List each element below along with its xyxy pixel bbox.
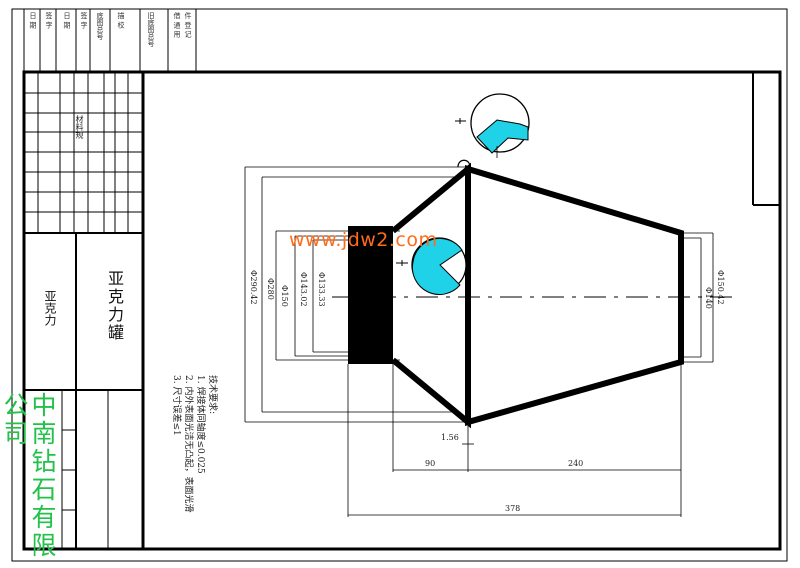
cell-3: 签 字	[80, 12, 88, 29]
vessel-body	[348, 162, 684, 429]
detail-view-middle	[396, 237, 467, 295]
material-spec-label: 材料规	[75, 115, 84, 139]
weld-mark	[457, 159, 471, 168]
dim-d7: Φ150.42	[716, 270, 725, 305]
length-dimensions	[347, 362, 682, 517]
dim-d1: Φ290.42	[249, 270, 258, 305]
cell-0: 日 期	[29, 12, 37, 29]
cell-7: 借 通 用	[173, 12, 181, 38]
main-frame	[22, 70, 782, 551]
dim-wall: 1.56	[441, 433, 459, 442]
company-name: 中南钻石有限公司	[0, 392, 57, 560]
dimension-boxes	[244, 166, 714, 423]
dim-total: 378	[505, 504, 521, 513]
cell-5: 描 校	[117, 12, 125, 29]
cell-1: 签 字	[45, 12, 53, 29]
technical-requirements: 技术要求: 1. 焊接体同轴度≤0.025 2. 内外表面光洁无凸起，表面光滑 …	[170, 375, 218, 512]
tech-item-1: 1. 焊接体同轴度≤0.025	[195, 375, 205, 474]
dim-len2: 240	[568, 459, 584, 468]
sheet-border	[11, 8, 788, 562]
detail-view-top	[455, 93, 530, 158]
tech-heading: 技术要求:	[207, 375, 217, 415]
dim-d3: Φ150	[280, 285, 289, 307]
cell-4: 底图总号	[96, 12, 104, 40]
flange-block	[348, 226, 393, 364]
dim-d4: Φ143.02	[299, 272, 308, 307]
cell-2: 日 期	[63, 12, 71, 29]
dim-len1: 90	[425, 459, 436, 468]
cell-6: 旧底图总号	[147, 12, 155, 47]
drawing-name: 亚克力罐	[105, 270, 124, 342]
tech-item-2: 2. 内外表面光洁无凸起，表面光滑	[183, 375, 193, 513]
title-block-grid	[24, 72, 143, 549]
dim-d5: Φ133.33	[317, 272, 326, 307]
tech-item-3: 3. 尺寸误差≤1	[171, 375, 181, 436]
material-name: 亚克力	[43, 290, 57, 326]
dim-d6: Φ140	[704, 287, 713, 309]
watermark-text: www.jdw2.com	[289, 229, 438, 251]
dim-d2: Φ280	[266, 278, 275, 300]
cell-8: 件 登 记	[184, 12, 192, 38]
